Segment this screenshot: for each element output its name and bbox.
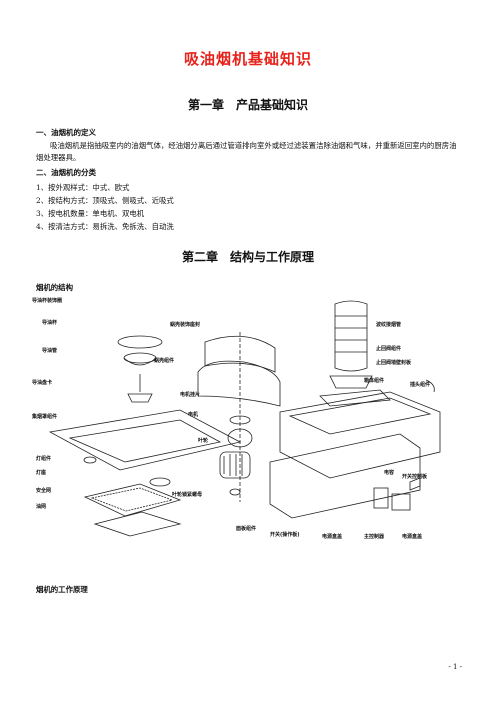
label: 安全网	[36, 487, 51, 494]
cabinet-body	[279, 391, 441, 479]
oil-cup-ring	[117, 335, 163, 349]
label: 电机	[188, 411, 198, 418]
classification-item: 4、按清洁方式：易拆洗、免拆洗、自动洗	[36, 222, 174, 231]
lamp-unit	[83, 456, 97, 464]
section-definition-body: 吸油烟机是指抽吸室内的油烟气体，经油烟分离后通过管道排向室外或经过滤装置洁除油烟…	[36, 141, 457, 162]
label: 止回阀组件	[376, 345, 401, 352]
bellows-duct	[334, 300, 368, 372]
label: 蜗壳装饰座封	[170, 321, 200, 328]
range-hood-exploded-diagram: 导油杯装饰圈 导油杯 导油管 导油盘卡 集烟罩组件 灯组件 灯座 安全网 油网 …	[31, 297, 441, 540]
label: 开关控制板	[402, 473, 428, 480]
section-classification-heading: 二、油烟机的分类	[36, 168, 96, 177]
volute-seal	[204, 335, 276, 373]
label: 集烟罩组件	[31, 413, 57, 420]
label: 蜗壳组件	[154, 357, 174, 364]
power-box-cover	[391, 493, 411, 511]
label: 插头组件	[410, 381, 430, 388]
label: 箱体组件	[363, 377, 384, 384]
label: 叶轮锁紧螺母	[172, 491, 202, 498]
label: 油网	[36, 503, 46, 510]
oil-tray-clip	[127, 393, 153, 403]
capacitor	[409, 477, 421, 491]
label: 导油杯	[42, 319, 58, 326]
label: 面板组件	[236, 525, 256, 532]
page-number: - 1 -	[448, 663, 462, 671]
label: 主控制器	[364, 533, 385, 540]
impeller-nut	[229, 488, 241, 496]
chapter1-title: 第一章 产品基础知识	[187, 98, 308, 112]
check-valve-plate	[319, 389, 391, 407]
lamp-socket	[149, 477, 171, 487]
label: 灯组件	[36, 455, 51, 462]
label: 电源盒盖	[402, 533, 422, 540]
label: 波纹接烟管	[376, 321, 401, 328]
label: 电源盒盖	[322, 533, 342, 540]
label: 止回阀墙壁封板	[376, 359, 412, 366]
classification-item: 2、按结构方式：顶吸式、侧吸式、近吸式	[36, 196, 174, 205]
safety-mesh	[83, 483, 182, 517]
label: 电机挂片	[180, 391, 200, 398]
volute-assembly	[197, 360, 281, 407]
oil-filter	[93, 511, 182, 537]
document-title: 吸油烟机基础知识	[183, 50, 312, 68]
chapter2-title: 第二章 结构与工作原理	[181, 250, 314, 264]
impeller	[219, 451, 251, 479]
classification-item: 1、按外观样式：中式、欧式	[36, 183, 130, 192]
main-controller	[373, 487, 389, 509]
label: 开关(操作板)	[270, 531, 300, 538]
label: 导油管	[42, 347, 57, 354]
fume-collector-hood	[48, 409, 242, 471]
label: 电容	[384, 469, 394, 476]
plug-cord	[425, 379, 435, 393]
label: 灯座	[36, 469, 46, 476]
classification-item: 3、按电机数量：单电机、双电机	[36, 209, 145, 218]
oil-cup-body	[123, 357, 157, 366]
section-definition-heading: 一、油烟机的定义	[36, 128, 96, 137]
check-valve	[329, 375, 373, 389]
label: 叶轮	[198, 437, 208, 444]
structure-heading: 烟机的结构	[36, 283, 73, 292]
label: 导油盘卡	[32, 379, 52, 386]
front-panel	[269, 433, 421, 519]
principle-heading: 烟机的工作原理	[36, 585, 88, 594]
label: 导油杯装饰圈	[32, 297, 62, 304]
